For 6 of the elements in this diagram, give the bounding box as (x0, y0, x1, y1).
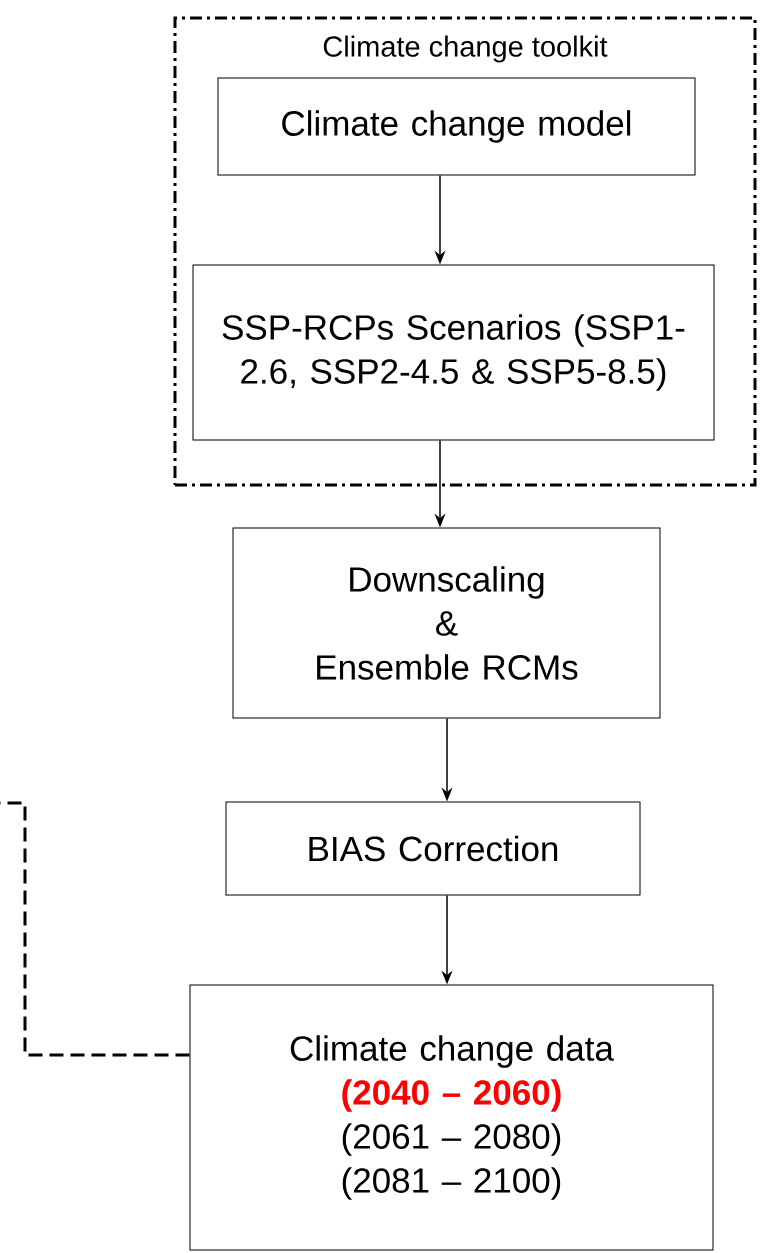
output-box: Climate change data (2040 – 2060) (2061 – 2080) (2081 – 2100) (189, 984, 714, 1251)
process-box: Climate change model (217, 77, 696, 176)
group-heading: Climate change toolkit (323, 35, 608, 63)
process-box: Downscaling & Ensemble RCMs (232, 527, 661, 719)
process-box: BIAS Correction (225, 801, 641, 896)
process-box: SSP-RCPs Scenarios (SSP1-2.6, SSP2-4.5 & SSP5-8.5) (192, 264, 715, 441)
